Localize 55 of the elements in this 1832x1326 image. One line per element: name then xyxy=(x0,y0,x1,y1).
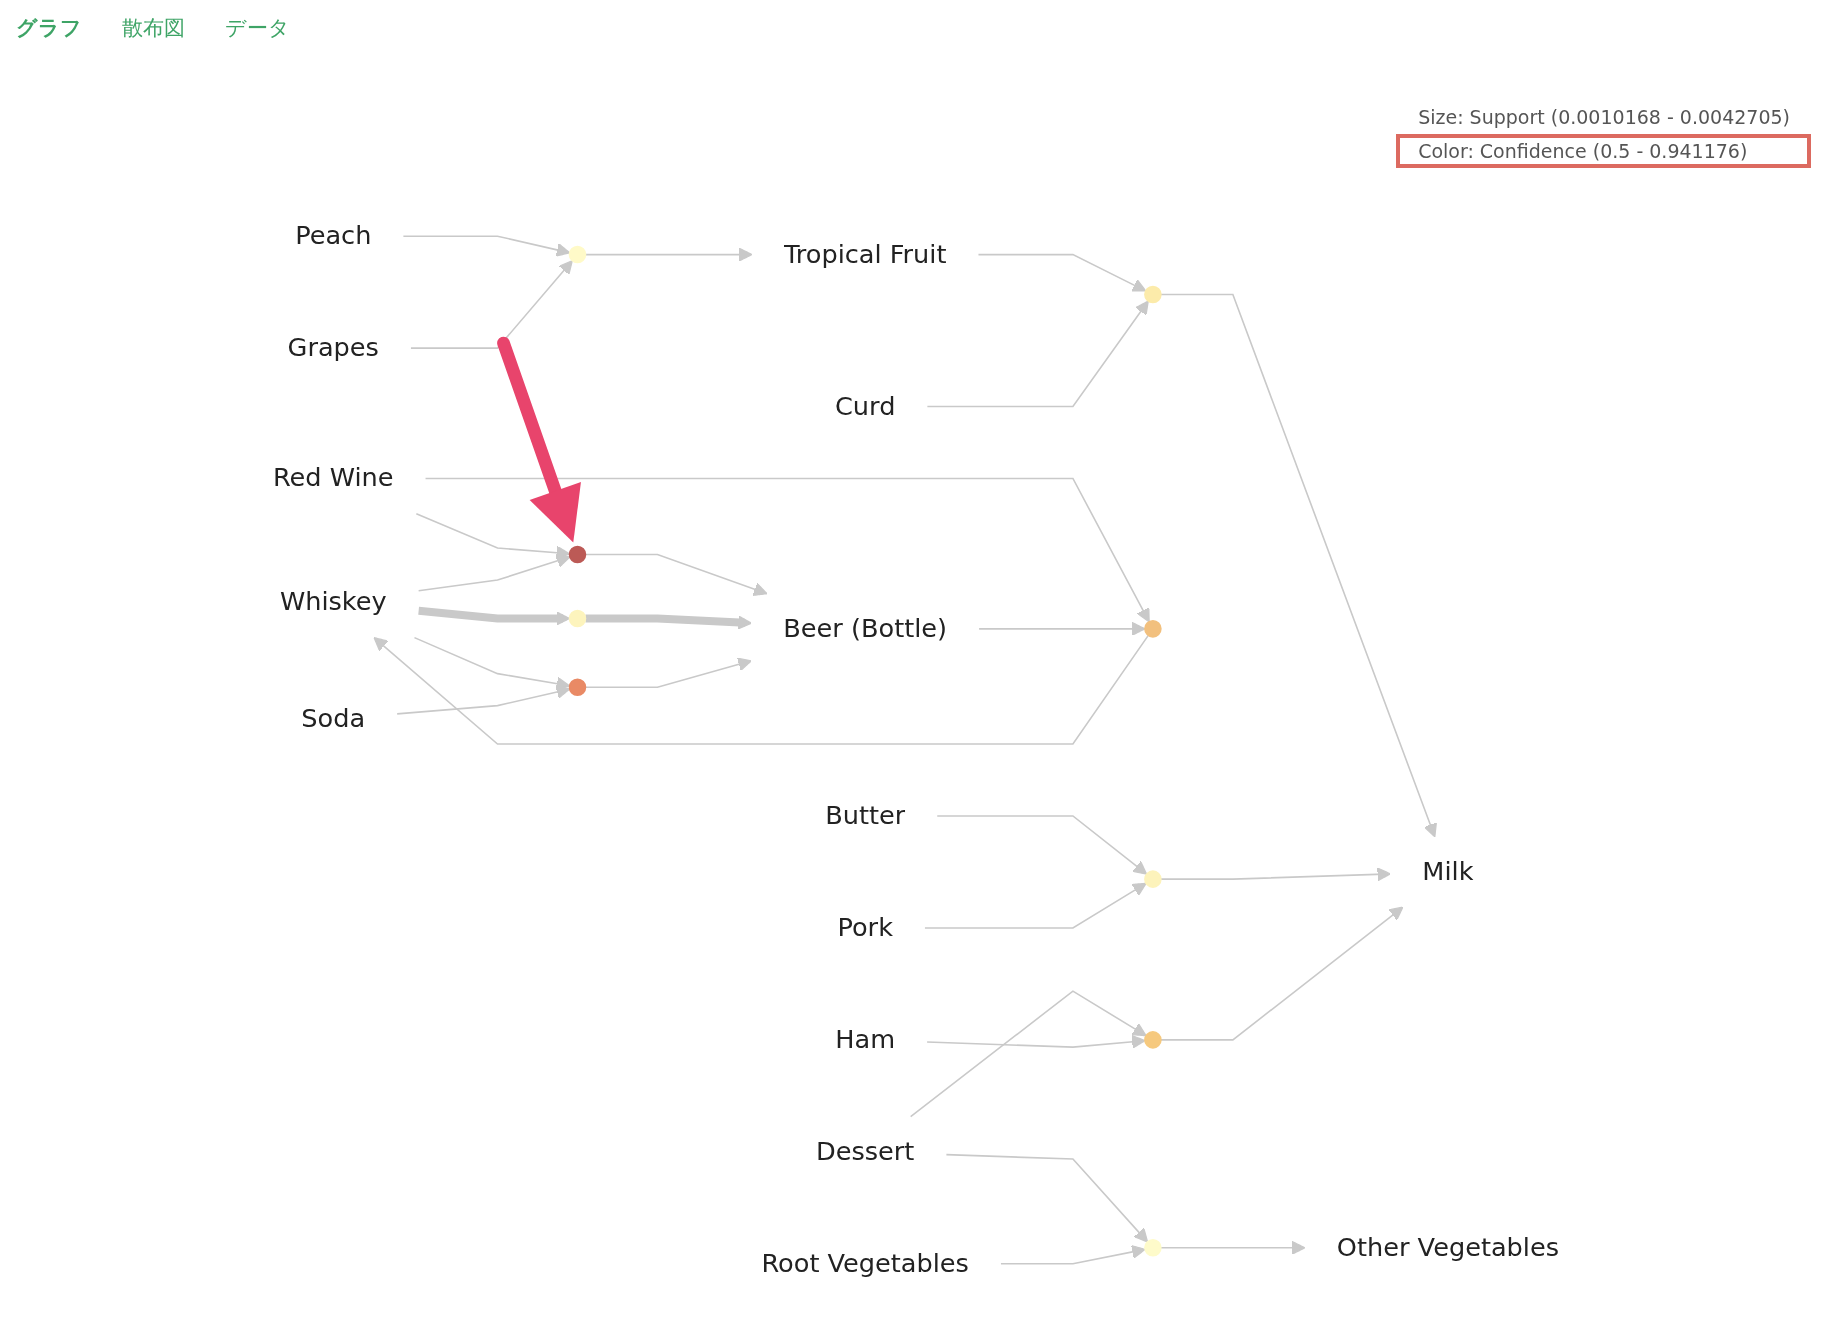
circle-node xyxy=(1144,285,1162,304)
arrow xyxy=(1160,867,1391,882)
circle-node xyxy=(568,545,587,564)
item-label: Root Vegetables xyxy=(761,1244,969,1283)
item-label: Red Wine xyxy=(273,459,394,498)
item-label: Butter xyxy=(825,796,906,836)
arrow xyxy=(410,260,573,349)
arrow xyxy=(584,657,752,688)
circle-node xyxy=(1144,1239,1162,1257)
arrow xyxy=(909,990,1147,1118)
circle-node xyxy=(1144,870,1162,888)
arrow xyxy=(978,621,1146,636)
arrow xyxy=(1160,1240,1306,1255)
item-label: Tropical Fruit xyxy=(783,235,947,274)
arrow xyxy=(926,300,1149,408)
highlighted-legend-text: Color: Confidence (0.5 - 0.941176) xyxy=(1396,134,1812,168)
arrow xyxy=(584,553,768,596)
arrow xyxy=(926,1034,1146,1049)
item-label: Other Vegetables xyxy=(1336,1228,1559,1267)
callout-arrow xyxy=(497,336,581,543)
tab-label: データ xyxy=(225,15,290,42)
arrow xyxy=(585,614,752,630)
circle-node xyxy=(568,245,587,264)
circle-node xyxy=(568,678,587,696)
item-label: Milk xyxy=(1422,852,1474,892)
arrow xyxy=(1160,906,1404,1041)
arrow xyxy=(584,247,753,262)
item-label: Curd xyxy=(835,387,896,426)
arrow xyxy=(402,235,571,257)
legend-text: Size: Support (0.0010168 - 0.0042705) xyxy=(1417,105,1791,130)
arrow xyxy=(1160,293,1437,838)
item-label: Pork xyxy=(837,908,893,948)
arrow xyxy=(945,1153,1149,1243)
item-label: Soda xyxy=(301,700,366,739)
arrow xyxy=(924,882,1147,929)
arrow xyxy=(396,685,571,715)
arrow xyxy=(424,477,1150,623)
circle-node xyxy=(1144,1031,1162,1049)
active-tab-label: グラフ xyxy=(16,15,82,42)
item-label: Grapes xyxy=(287,328,379,368)
arrow xyxy=(415,512,571,560)
item-label: Whiskey xyxy=(279,583,387,622)
arrow xyxy=(413,636,571,691)
item-label: Beer (Bottle) xyxy=(783,609,948,649)
arrow xyxy=(373,634,1150,745)
tab-label: 散布図 xyxy=(122,15,185,42)
circle-node xyxy=(1144,620,1162,638)
arrow xyxy=(1000,1245,1146,1265)
item-label: Dessert xyxy=(816,1132,915,1172)
arrow xyxy=(417,554,571,592)
arrow xyxy=(977,253,1147,292)
circle-node xyxy=(568,609,587,628)
item-label: Peach xyxy=(295,217,372,256)
arrow xyxy=(936,815,1148,875)
item-label: Ham xyxy=(835,1020,896,1060)
